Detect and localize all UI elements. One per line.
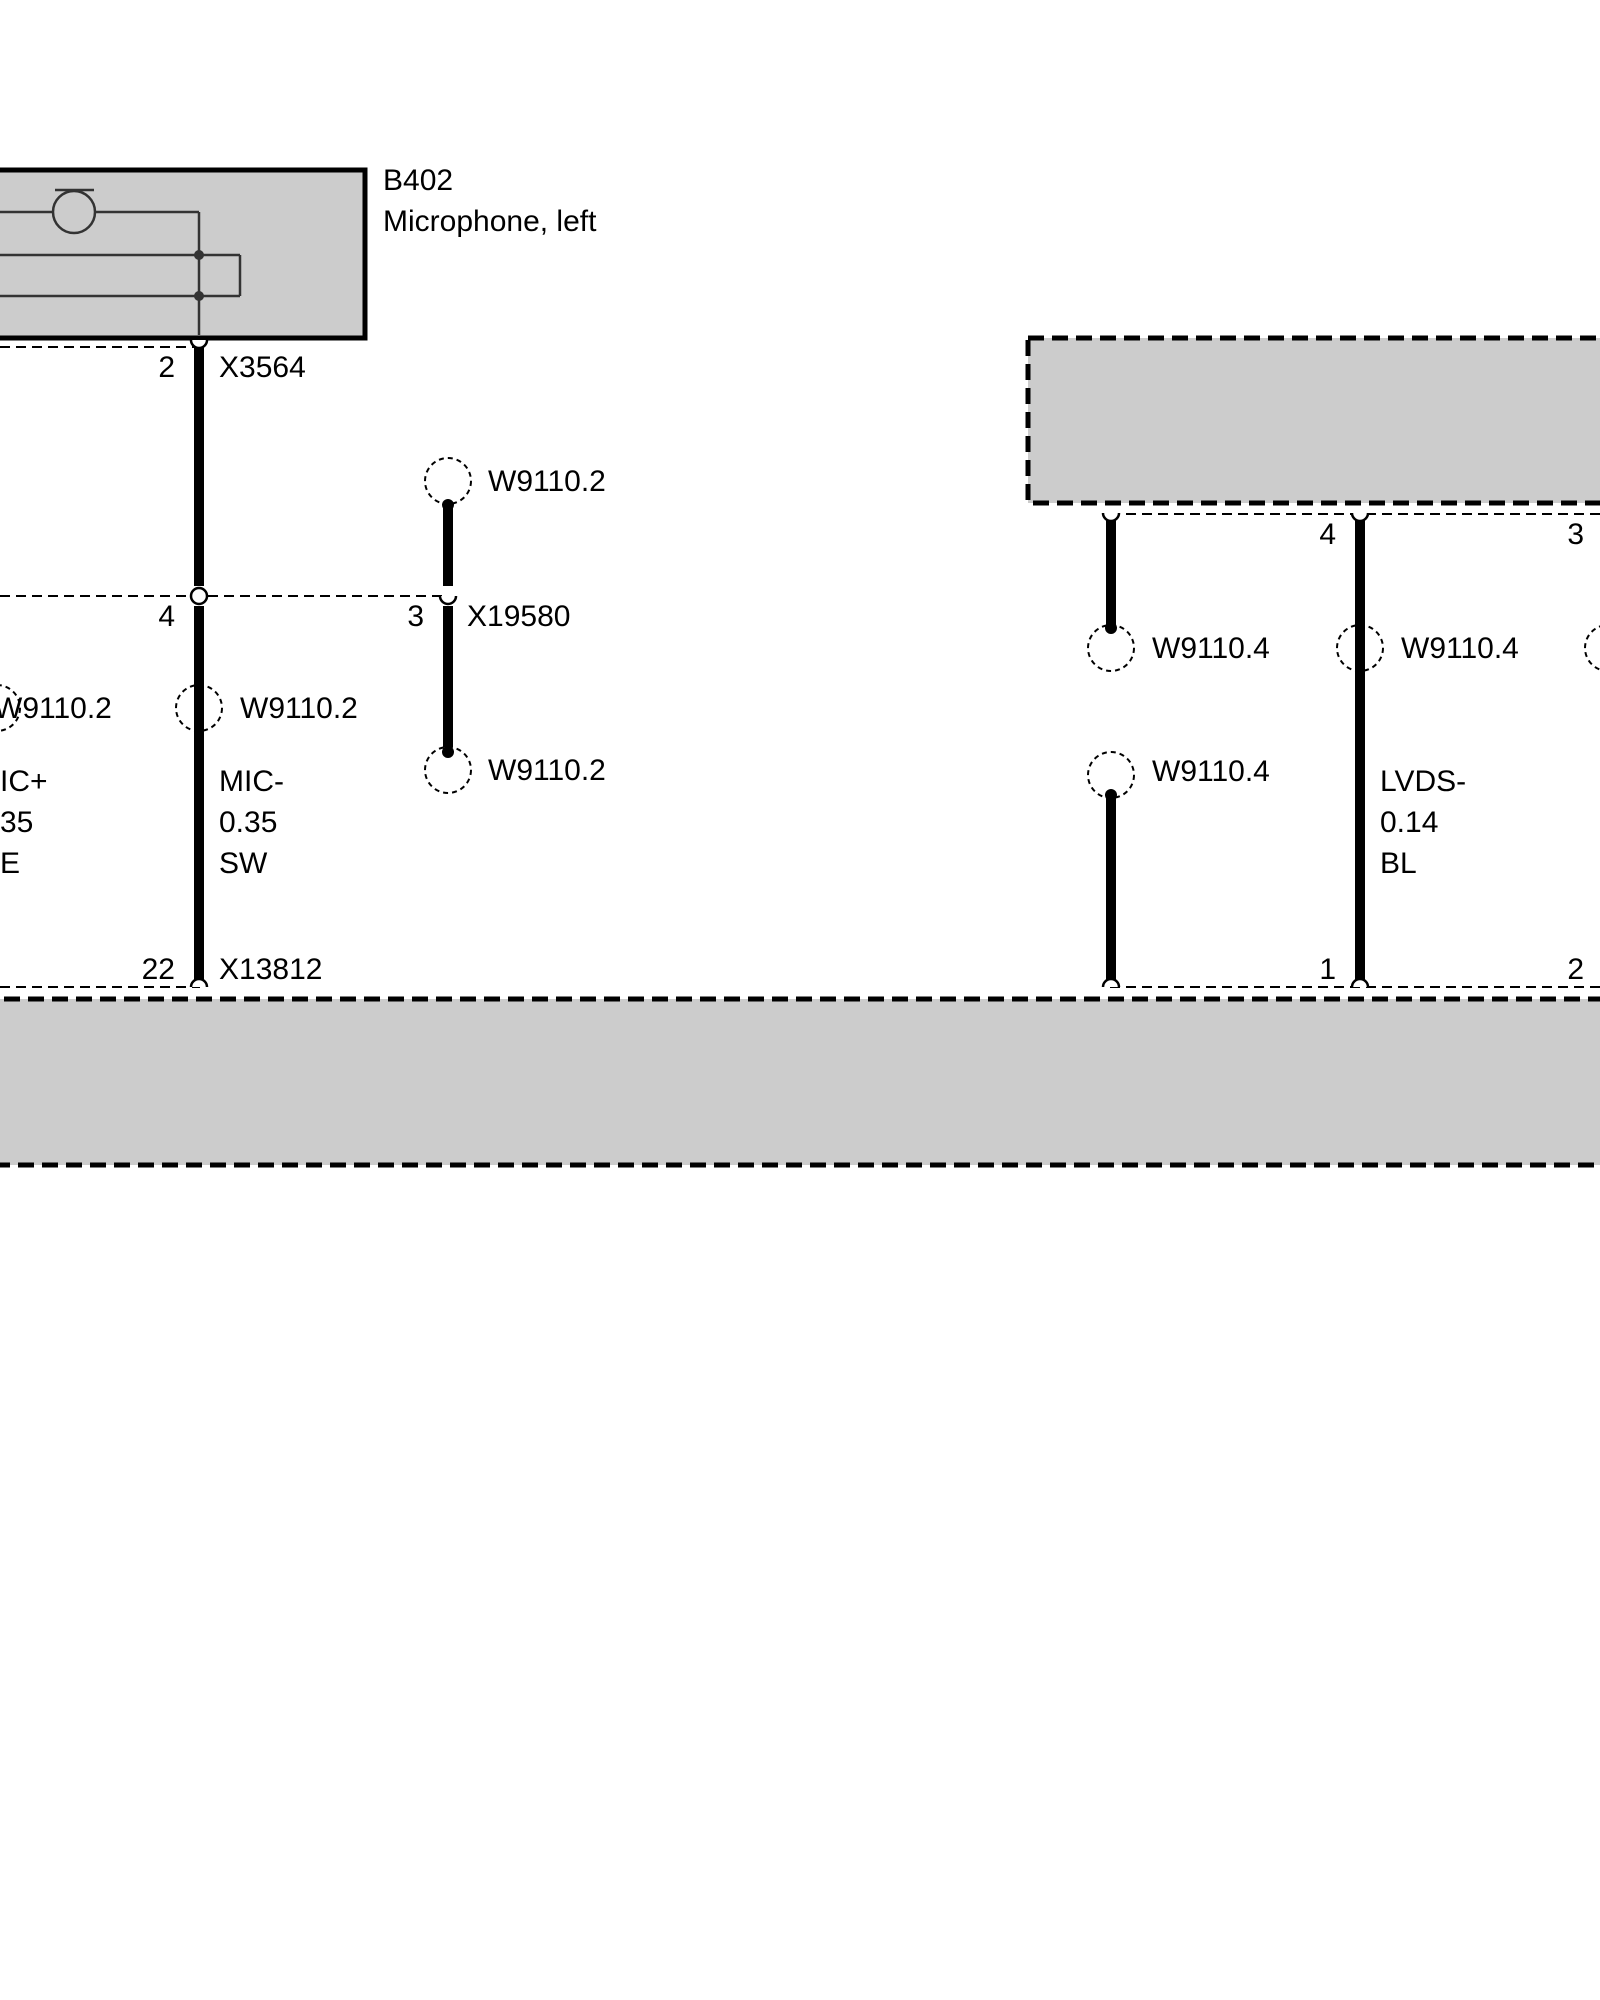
shield-label: W9110.4 [1152,755,1270,788]
pin-number: 2 [1567,953,1584,986]
connector-label: X3564 [219,351,306,384]
connector-label: X13812 [219,953,322,986]
microphone-symbol-icon [0,188,242,335]
pin-number: 4 [1319,518,1336,551]
microphone-id: B402 [383,164,453,197]
shield-label: W9110.4 [1152,632,1270,665]
wire-gauge-label: 35 [0,806,33,839]
wire-color-label: SW [219,847,268,880]
wire-gauge-label: 0.35 [219,806,277,839]
shield-label: W9110.2 [240,692,358,725]
wire-color-label: BL [1380,847,1417,880]
connector-label: X19580 [467,600,570,633]
upper-module-box[interactable] [1025,335,1600,506]
shield-branch-bottom-icon [424,746,472,794]
pin-number: 22 [142,953,175,986]
shield-label: W9110.2 [0,692,112,725]
shield-branch-top-icon [424,457,472,505]
wire-signal-label: LVDS- [1380,765,1466,798]
shield-mid-lower-icon [1087,751,1135,799]
microphone-name: Microphone, left [383,205,597,238]
shield-mic-plus-icon [0,684,21,732]
pin-number: 4 [158,600,175,633]
shield-label: W9110.2 [488,465,606,498]
pin-number: 2 [158,351,175,384]
shield-label: W9110.2 [488,754,606,787]
wire-gauge-label: 0.14 [1380,806,1438,839]
pin-number: 3 [407,600,424,633]
shield-right-edge-icon [1584,625,1600,671]
shield-mid-upper-icon [1087,624,1135,672]
wire-color-label: E [0,847,20,880]
lower-control-unit-box[interactable] [0,996,1600,1168]
shield-label: W9110.4 [1401,632,1519,665]
pin-number: 1 [1319,953,1336,986]
pin-terminal-icon [189,339,1370,988]
wire-signal-label: MIC- [219,765,284,798]
pin-number: 3 [1567,518,1584,551]
wire-signal-label: IC+ [0,765,48,798]
